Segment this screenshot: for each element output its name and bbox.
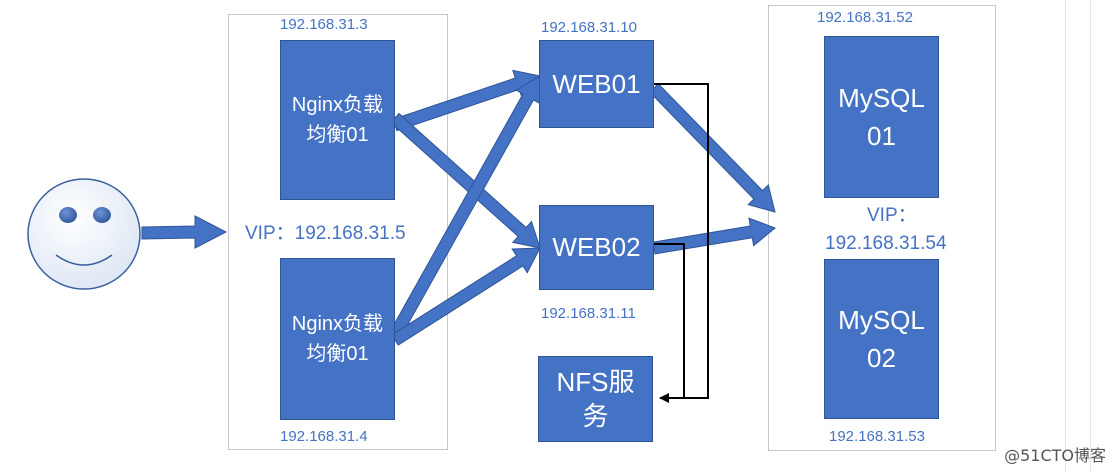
nginx-lb2-node[interactable]: Nginx负载 均衡01 bbox=[280, 258, 395, 420]
lb-vip-label: VIP：192.168.31.5 bbox=[245, 223, 406, 244]
mysql02-ip: 192.168.31.53 bbox=[829, 428, 925, 445]
db-vip-label: VIP： bbox=[867, 205, 917, 226]
web02-to-nfs-connector bbox=[654, 243, 685, 398]
lb2-to-web01-arrow bbox=[389, 75, 542, 339]
user-smiley-icon bbox=[27, 178, 141, 290]
db-vip-ip: 192.168.31.54 bbox=[825, 233, 947, 254]
lb1-to-web02-arrow bbox=[390, 112, 541, 249]
nfs-node[interactable]: NFS服 务 bbox=[538, 356, 653, 442]
lb2-to-web02-arrow bbox=[391, 247, 541, 346]
watermark: @51CTO博客 bbox=[1004, 446, 1106, 465]
mysql01-ip: 192.168.31.52 bbox=[817, 9, 913, 26]
user-to-vip-arrow bbox=[141, 215, 228, 249]
web01-to-mysql-arrow bbox=[648, 83, 776, 213]
mysql02-node[interactable]: MySQL 02 bbox=[824, 259, 939, 419]
web02-node[interactable]: WEB02 bbox=[539, 205, 654, 290]
mysql01-node[interactable]: MySQL 01 bbox=[824, 36, 939, 198]
nginx-lb1-node[interactable]: Nginx负载 均衡01 bbox=[280, 40, 395, 200]
page-edge-line bbox=[1090, 0, 1091, 472]
web02-ip: 192.168.31.11 bbox=[541, 305, 636, 322]
web01-ip: 192.168.31.10 bbox=[541, 19, 637, 36]
nginx-lb2-ip: 192.168.31.4 bbox=[280, 428, 368, 445]
web01-node[interactable]: WEB01 bbox=[539, 40, 654, 128]
web02-to-mysql-arrow bbox=[652, 217, 776, 255]
nginx-lb1-ip: 192.168.31.3 bbox=[280, 16, 368, 33]
page-edge-line bbox=[1065, 0, 1066, 472]
